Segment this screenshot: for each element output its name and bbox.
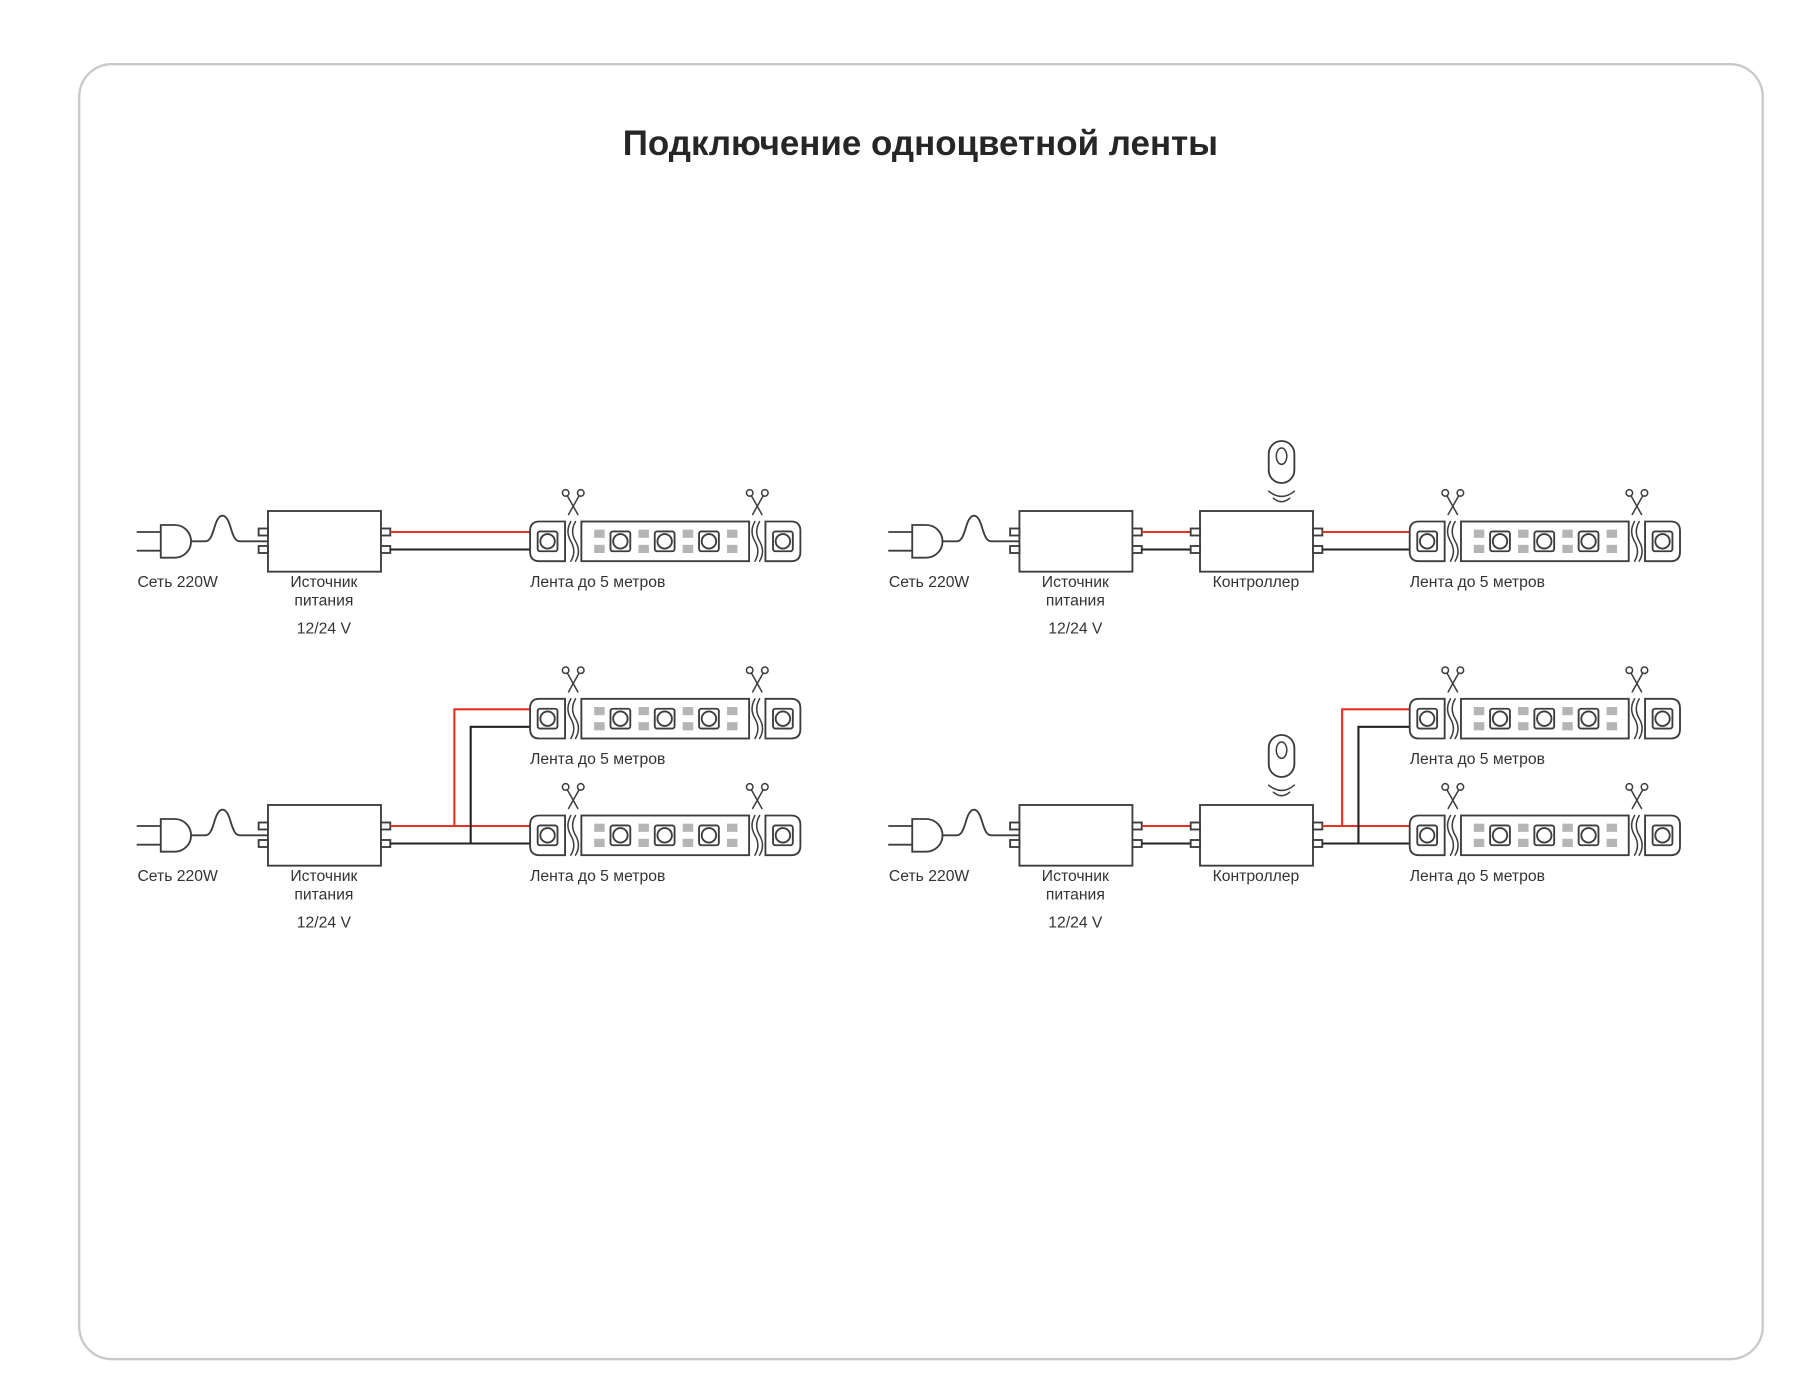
wireless-signal-icon: [1267, 490, 1296, 503]
label-mains: Сеть 220W: [889, 574, 969, 591]
led-strip: [1410, 667, 1680, 739]
diagram-basic: Сеть 220W Источник питания 12/24 V Лента…: [136, 490, 800, 638]
label-strip-top: Лента до 5 метров: [530, 751, 665, 768]
plug-icon: [136, 808, 269, 853]
label-strip-bottom: Лента до 5 метров: [530, 868, 665, 885]
label-psu-line2: питания: [1046, 886, 1105, 903]
plug-icon: [887, 808, 1021, 853]
wireless-signal-icon: [1267, 784, 1296, 797]
diagram-controller-two-strips: Лента до 5 метров Сеть 220W Источник пит…: [887, 667, 1680, 932]
controller-box: [1189, 510, 1324, 573]
led-strip: [1410, 490, 1680, 562]
wire-black: [1322, 725, 1410, 845]
label-psu-line2: питания: [1046, 592, 1105, 609]
plug-icon: [136, 514, 269, 559]
label-psu-voltage: 12/24 V: [1048, 620, 1103, 637]
led-strip: [1410, 784, 1680, 856]
wire-black: [390, 725, 531, 845]
power-supply-box: [257, 510, 392, 573]
wire-red: [390, 708, 531, 828]
label-strip: Лента до 5 метров: [530, 574, 665, 591]
label-psu-line2: питания: [294, 886, 353, 903]
label-psu-voltage: 12/24 V: [297, 620, 352, 637]
label-mains: Сеть 220W: [137, 574, 217, 591]
page-title: Подключение одноцветной ленты: [623, 124, 1218, 163]
label-psu-line1: Источник: [1042, 574, 1109, 591]
label-psu-line1: Источник: [290, 574, 357, 591]
label-psu-line2: питания: [294, 592, 353, 609]
controller-box: [1189, 804, 1324, 867]
label-psu-line1: Источник: [1042, 868, 1109, 885]
label-controller: Контроллер: [1213, 574, 1300, 591]
label-mains: Сеть 220W: [137, 868, 217, 885]
led-strip: [530, 490, 800, 562]
label-mains: Сеть 220W: [889, 868, 969, 885]
label-psu-line1: Источник: [290, 868, 357, 885]
remote-icon: [1267, 734, 1296, 778]
label-psu-voltage: 12/24 V: [1048, 914, 1103, 931]
label-strip-top: Лента до 5 метров: [1410, 751, 1545, 768]
power-supply-box: [257, 804, 392, 867]
label-psu-voltage: 12/24 V: [297, 914, 352, 931]
led-strip: [530, 784, 800, 856]
plug-icon: [887, 514, 1021, 559]
label-strip-bottom: Лента до 5 метров: [1410, 868, 1545, 885]
power-supply-box: [1009, 510, 1143, 573]
label-controller: Контроллер: [1213, 868, 1300, 885]
wire-red: [1322, 708, 1410, 828]
power-supply-box: [1009, 804, 1143, 867]
remote-icon: [1267, 440, 1296, 484]
diagram-two-strips: Лента до 5 метров Сеть 220W Источник пит…: [136, 667, 800, 932]
label-strip: Лента до 5 метров: [1410, 574, 1545, 591]
diagram-with-controller: Сеть 220W Источник питания 12/24 V Контр…: [887, 440, 1680, 638]
frame-border: [78, 63, 1764, 1361]
led-strip: [530, 667, 800, 739]
